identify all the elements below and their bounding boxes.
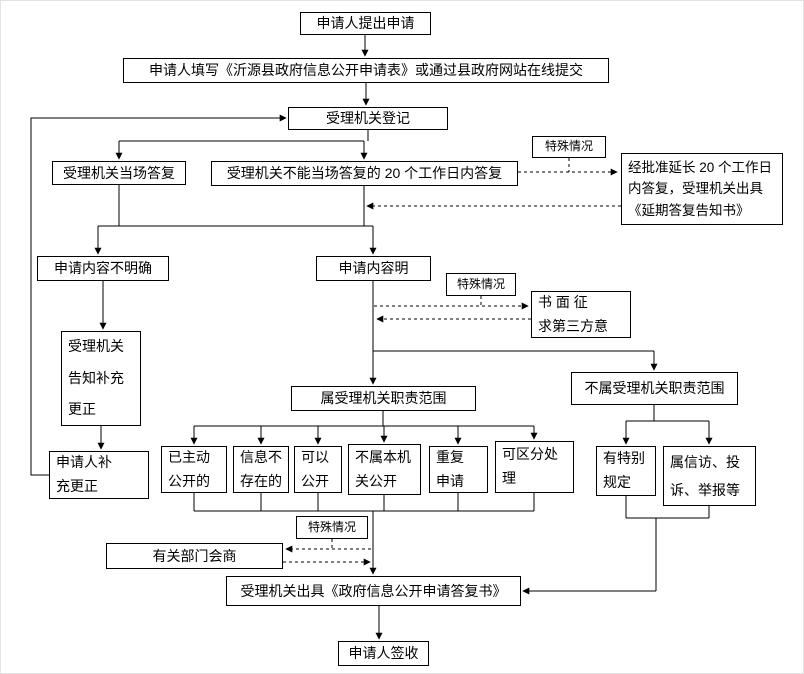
node-applicant-submits: 申请人提出申请: [300, 12, 431, 35]
node-can-disclose: 可以 公开: [294, 446, 342, 493]
node-petition-line-2: 诉、举报等: [670, 482, 740, 498]
node-not-exist-line-1: 信息不: [240, 448, 282, 465]
label-special-case-2: 特殊情况: [446, 273, 516, 296]
node-not-this-agency-line-2: 关公开: [355, 472, 397, 489]
node-reply-within-20-days: 受理机关不能当场答复的 20 个工作日内答复: [211, 161, 518, 186]
node-notify-line-1: 受理机关: [68, 338, 124, 355]
node-outside-scope: 不属受理机关职责范围: [571, 372, 738, 405]
node-applicant-supplements: 申请人补 充更正: [49, 451, 149, 499]
node-not-this-agency: 不属本机 关公开: [348, 444, 421, 495]
node-already-public-line-2: 公开的: [168, 472, 210, 489]
node-applicant-signs: 申请人签收: [338, 641, 429, 666]
node-extension-line-2: 内答复，受理机关出具: [628, 181, 763, 197]
node-third-party-consult: 书 面 征 求第三方意: [531, 291, 631, 338]
node-notify-line-3: 更正: [68, 401, 96, 418]
node-supplement-line-1: 申请人补: [56, 454, 112, 471]
node-extension-notice: 经批准延长 20 个工作日 内答复，受理机关出具 《延期答复告知书》: [621, 153, 783, 225]
node-special-provisions: 有特别 规定: [596, 446, 656, 496]
node-extension-line-1: 经批准延长 20 个工作日: [628, 159, 773, 175]
node-special-provisions-line-1: 有特别: [603, 450, 645, 467]
node-agency-registers: 受理机关登记: [288, 107, 448, 130]
node-notify-line-2: 告知补充: [68, 369, 124, 386]
node-third-party-line-1: 书 面 征: [538, 293, 588, 310]
node-not-this-agency-line-1: 不属本机: [355, 448, 411, 465]
node-notify-supplement: 受理机关 告知补充 更正: [61, 331, 141, 426]
node-separable-line-1: 可区分处: [502, 446, 558, 463]
node-department-consultation: 有关部门会商: [106, 543, 283, 569]
node-can-disclose-line-2: 公开: [301, 472, 329, 489]
node-fill-application-form: 申请人填写《沂源县政府信息公开申请表》或通过县政府网站在线提交: [123, 58, 609, 83]
node-repeat-line-2: 申请: [436, 472, 464, 489]
node-separable-handling: 可区分处 理: [495, 441, 574, 493]
node-info-not-exist: 信息不 存在的: [233, 446, 289, 493]
node-petition-line-1: 属信访、投: [670, 454, 740, 470]
label-special-case-1: 特殊情况: [532, 136, 606, 158]
node-extension-line-3: 《延期答复告知书》: [628, 202, 750, 218]
node-not-exist-line-2: 存在的: [240, 472, 282, 489]
node-content-unclear: 申请内容不明确: [37, 256, 169, 281]
node-already-public: 已主动 公开的: [161, 446, 227, 493]
node-repeat-line-1: 重复: [436, 448, 464, 465]
node-can-disclose-line-1: 可以: [301, 448, 329, 465]
node-supplement-line-2: 充更正: [56, 478, 98, 494]
node-petition-complaint: 属信访、投 诉、举报等: [663, 446, 756, 506]
node-special-provisions-line-2: 规定: [603, 474, 631, 490]
node-issue-reply-document: 受理机关出具《政府信息公开申请答复书》: [226, 576, 521, 606]
node-already-public-line-1: 已主动: [168, 448, 210, 465]
node-within-scope: 属受理机关职责范围: [291, 386, 476, 411]
solid-connectors: [30, 35, 713, 640]
node-content-clear: 申请内容明: [316, 256, 431, 281]
node-repeat-application: 重复 申请: [429, 446, 488, 493]
node-onspot-reply: 受理机关当场答复: [52, 161, 186, 185]
label-special-case-3: 特殊情况: [296, 516, 368, 539]
node-third-party-line-2: 求第三方意: [538, 317, 608, 334]
node-separable-line-2: 理: [502, 470, 516, 486]
dashed-connectors: [283, 158, 621, 566]
